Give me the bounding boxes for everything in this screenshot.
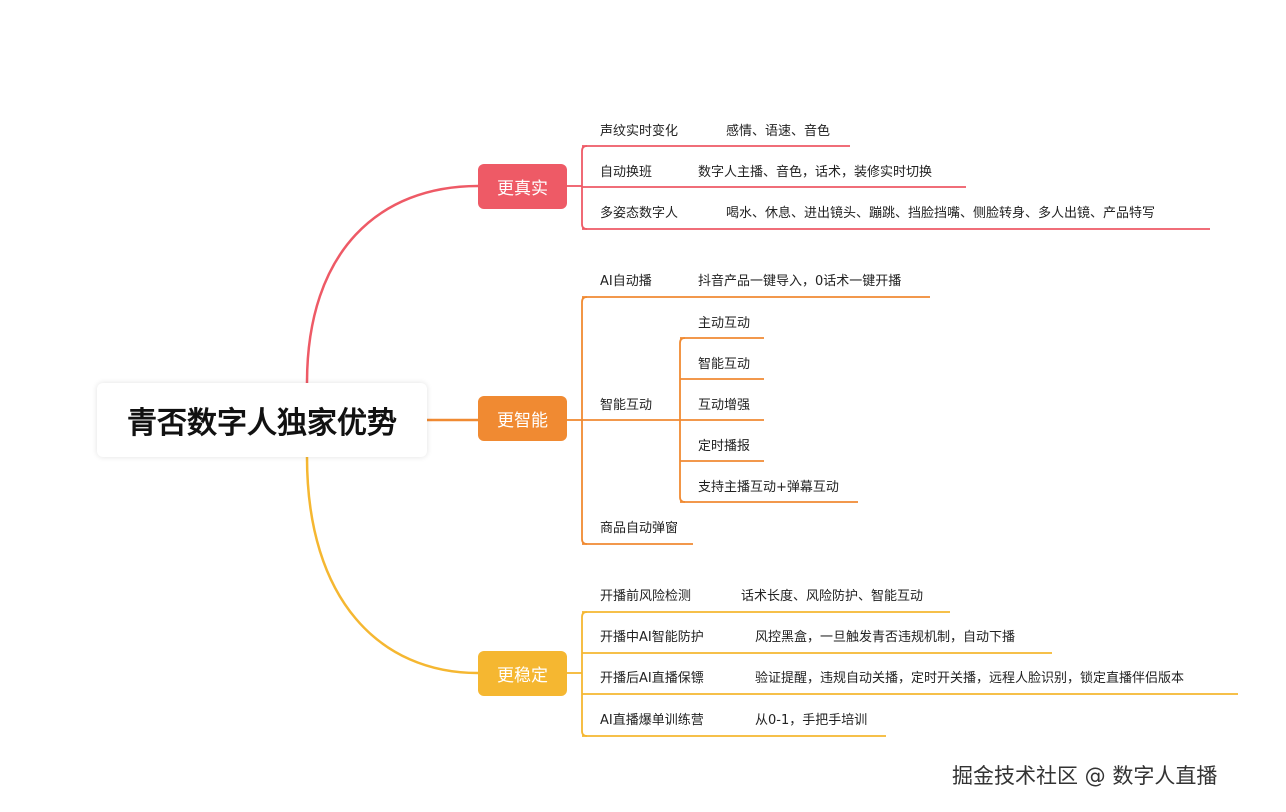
sub-item: 支持主播互动+弹幕互动 bbox=[698, 480, 839, 495]
item-label: 商品自动弹窗 bbox=[600, 521, 679, 536]
sub-item: 主动互动 bbox=[698, 316, 751, 331]
item-detail: 风控黑盒，一旦触发青否违规机制，自动下播 bbox=[755, 630, 1016, 645]
item-label: 开播中AI智能防护 bbox=[600, 630, 704, 645]
item-label: 自动换班 bbox=[600, 165, 653, 180]
item-label: 智能互动 bbox=[600, 398, 653, 413]
branch-more-smart: 更智能 bbox=[478, 396, 567, 441]
sub-item: 智能互动 bbox=[698, 357, 751, 372]
item-detail: 验证提醒，违规自动关播，定时开关播，远程人脸识别，锁定直播伴侣版本 bbox=[755, 671, 1185, 686]
item-detail: 数字人主播、音色，话术，装修实时切换 bbox=[698, 165, 933, 180]
branch-more-real: 更真实 bbox=[478, 164, 567, 209]
item-label: 多姿态数字人 bbox=[600, 206, 679, 221]
item-detail: 话术长度、风险防护、智能互动 bbox=[741, 589, 924, 604]
branch-more-stable: 更稳定 bbox=[478, 651, 567, 696]
item-label: 开播后AI直播保镖 bbox=[600, 671, 704, 686]
item-label: AI自动播 bbox=[600, 274, 652, 289]
item-label: AI直播爆单训练营 bbox=[600, 713, 704, 728]
item-label: 声纹实时变化 bbox=[600, 124, 679, 139]
item-detail: 抖音产品一键导入，0话术一键开播 bbox=[698, 274, 902, 289]
watermark: 掘金技术社区 @ 数字人直播 bbox=[952, 764, 1218, 788]
item-detail: 从0-1，手把手培训 bbox=[755, 713, 868, 728]
sub-item: 互动增强 bbox=[698, 398, 751, 413]
sub-item: 定时播报 bbox=[698, 439, 751, 454]
item-label: 开播前风险检测 bbox=[600, 589, 692, 604]
root-topic: 青否数字人独家优势 bbox=[97, 383, 427, 457]
item-detail: 感情、语速、音色 bbox=[726, 124, 831, 139]
item-detail: 喝水、休息、进出镜头、蹦跳、挡脸挡嘴、侧脸转身、多人出镜、产品特写 bbox=[726, 206, 1156, 221]
